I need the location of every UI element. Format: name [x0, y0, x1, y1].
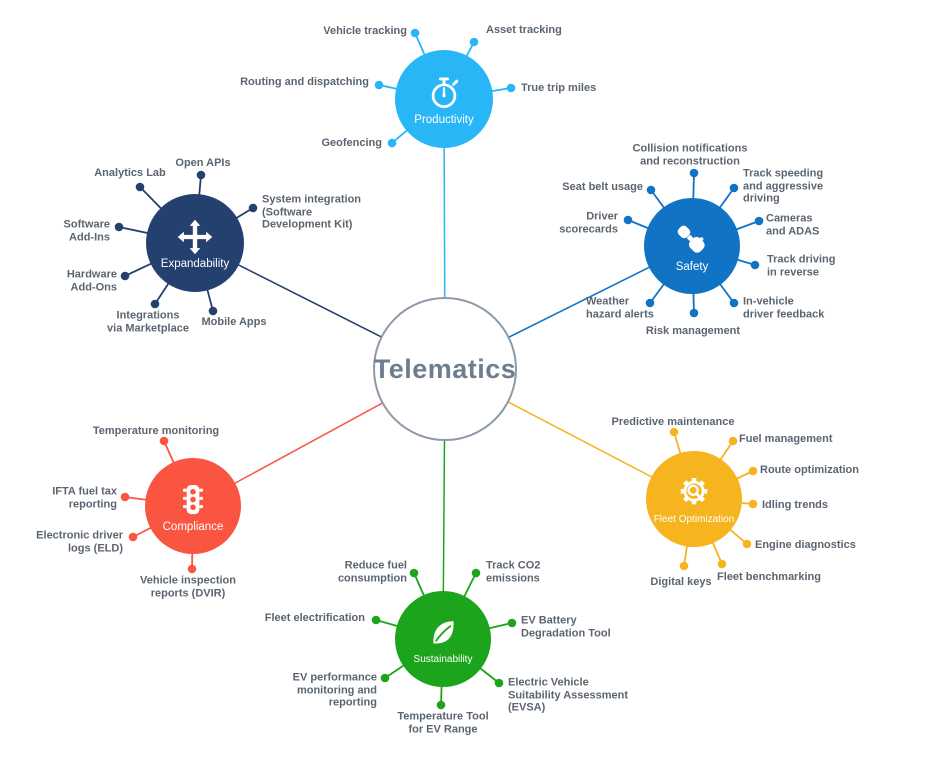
spoke-dot [748, 466, 758, 476]
spoke-dot [371, 615, 381, 625]
spoke-label: System integration (Software Development… [262, 193, 362, 231]
spoke-dot [669, 427, 679, 437]
spoke-dot [729, 298, 739, 308]
spoke-label: Fleet electrification [264, 611, 365, 624]
spoke-label: Track driving in reverse [767, 253, 836, 279]
spoke-label: Track CO2 emissions [486, 559, 541, 585]
branch-node-label: Sustainability [413, 654, 473, 665]
spoke-dot [689, 168, 699, 178]
center-node-label: Telematics [373, 353, 517, 384]
spoke-label: Engine diagnostics [755, 538, 856, 551]
spoke-dot [469, 37, 479, 47]
spoke-label: Electric Vehicle Suitability Assessment … [508, 676, 629, 714]
spoke-label: EV Battery Degradation Tool [521, 614, 611, 640]
spoke-dot [120, 492, 130, 502]
spoke-label: Collision notifications and reconstructi… [632, 142, 748, 168]
spoke-label: Seat belt usage [562, 180, 643, 193]
spoke-dot [387, 138, 397, 148]
spoke-label: In-vehicle driver feedback [743, 295, 825, 321]
spoke-label: IFTA fuel tax reporting [52, 485, 117, 511]
spoke-dot [750, 260, 760, 270]
spoke-dot [135, 182, 145, 192]
spoke-label: Fleet benchmarking [717, 570, 821, 583]
spoke-dot [506, 83, 516, 93]
spoke-dot [729, 183, 739, 193]
spoke-label: Geofencing [321, 136, 382, 149]
spoke-dot [159, 436, 169, 446]
spoke-dot [742, 539, 752, 549]
spoke-dot [248, 203, 258, 213]
stopwatch-icon [424, 73, 464, 113]
spoke-label: Route optimization [760, 463, 859, 476]
center-node-telematics: Telematics [373, 297, 517, 441]
spoke-dot [646, 185, 656, 195]
spoke-label: Electronic driver logs (ELD) [36, 529, 123, 555]
branch-node-expandability: Expandability [146, 194, 244, 292]
branch-node-sustainability: Sustainability [395, 591, 491, 687]
spoke-dot [120, 271, 130, 281]
traffic-light-icon [173, 480, 213, 520]
branch-node-compliance: Compliance [145, 458, 241, 554]
spoke-label: Hardware Add-Ons [66, 268, 117, 294]
spoke-label: Fuel management [739, 432, 833, 445]
branch-node-label: Productivity [414, 113, 474, 126]
branch-node-safety: Safety [644, 198, 740, 294]
spoke-dot [196, 170, 206, 180]
spoke-dot [679, 561, 689, 571]
spoke-label: Analytics Lab [94, 166, 166, 179]
branch-node-label: Compliance [162, 520, 224, 533]
spoke-dot [623, 215, 633, 225]
spoke-label: Idling trends [762, 498, 828, 511]
spoke-label: Vehicle inspection reports (DVIR) [140, 574, 236, 600]
spoke-dot [409, 568, 419, 578]
spoke-label: Temperature Tool for EV Range [397, 710, 489, 736]
spoke-dot [436, 700, 446, 710]
spoke-label: Software Add-Ins [63, 218, 110, 244]
seatbelt-icon [672, 220, 712, 260]
spoke-dot [380, 673, 390, 683]
leaf-icon [423, 613, 463, 653]
spoke-label: EV performance monitoring and reporting [292, 671, 377, 709]
spoke-label: Track speeding and aggressive driving [743, 167, 824, 205]
spoke-dot [114, 222, 124, 232]
spoke-label: Predictive maintenance [611, 415, 735, 428]
spoke-dot [645, 298, 655, 308]
branch-node-productivity: Productivity [395, 50, 493, 148]
spoke-label: Weather hazard alerts [586, 295, 654, 321]
branch-node-label: Expandability [160, 257, 230, 270]
branch-node-label: Safety [675, 260, 709, 273]
spoke-dot [754, 216, 764, 226]
spoke-dot [507, 618, 517, 628]
spoke-dot [374, 80, 384, 90]
spoke-dot [128, 532, 138, 542]
spoke-dot [728, 436, 738, 446]
spoke-label: Mobile Apps [201, 315, 267, 328]
spoke-label: Driver scorecards [559, 210, 618, 236]
spoke-label: Integrations via Marketplace [107, 309, 189, 335]
spoke-dot [187, 564, 197, 574]
branch-node-fleet-optimization: Fleet Optimization [646, 451, 742, 547]
gear-search-icon [674, 473, 714, 513]
spoke-dot [748, 499, 758, 509]
spoke-label: Routing and dispatching [240, 75, 369, 88]
spoke-label: Cameras and ADAS [766, 212, 820, 238]
spoke-label: Vehicle tracking [323, 24, 407, 37]
spoke-dot [717, 559, 727, 569]
expand-arrows-icon [175, 217, 215, 257]
spoke-label: Asset tracking [486, 23, 562, 36]
spoke-label: Reduce fuel consumption [337, 559, 407, 585]
spoke-label: Temperature monitoring [92, 424, 220, 437]
spoke-label: True trip miles [521, 81, 597, 94]
branch-node-label: Fleet Optimization [653, 514, 735, 525]
spoke-dot [494, 678, 504, 688]
spoke-dot [689, 308, 699, 318]
spoke-dot [471, 568, 481, 578]
spoke-dot [410, 28, 420, 38]
spoke-label: Open APIs [175, 156, 231, 169]
spoke-dot [208, 306, 218, 316]
spoke-label: Risk management [645, 324, 741, 337]
spoke-dot [150, 299, 160, 309]
spoke-label: Digital keys [650, 575, 712, 588]
